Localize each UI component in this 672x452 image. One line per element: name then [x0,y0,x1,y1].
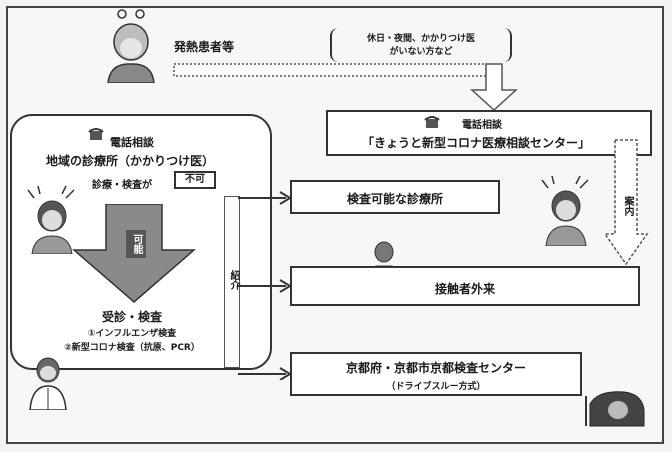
center-title: 「きょうと新型コロナ医療相談センター」 [362,136,591,150]
phone-icon [424,114,440,130]
worried-person-icon-left [26,185,78,255]
note-bracket: 休日・夜間、かかりつけ医 がいない方など [330,28,512,62]
note-line2: がいない方など [389,47,453,57]
clinic-title: 地域の診療所（かかりつけ医） [46,154,215,168]
referral-label: 紹介 [228,270,239,290]
clinic-phone-label: 電話相談 [110,136,154,149]
result-line2: ②新型コロナ検査（抗原、PCR） [64,343,200,353]
exam-prefix: 診療・検査が [92,180,152,191]
result-title: 受診・検査 [101,310,162,324]
referral-arrows [238,180,298,384]
not-possible-badge: 不可 [174,171,216,189]
consultation-center-box: 電話相談 「きょうと新型コロナ医療相談センター」 [326,110,652,156]
patient-person-icon [100,8,160,84]
center-phone-label: 電話相談 [462,120,502,131]
clinic-phone-icon [88,126,104,142]
destination-title: 接触者外来 [434,282,495,296]
destination-subtitle: （ドライブスルー方式） [386,382,486,392]
result-line1: ①インフルエンザ検査 [87,329,177,339]
destination-testing-clinic: 検査可能な診療所 [290,180,500,214]
destination-test-center: 京都府・京都市京都検査センター （ドライブスルー方式） [290,352,582,396]
possible-label: 可能 [126,230,146,258]
note-line1: 休日・夜間、かかりつけ医 [366,34,476,44]
drive-through-car-icon [584,380,646,428]
doctor-icon [28,354,68,411]
guide-arrow [603,138,649,272]
patient-label: 発熱患者等 [174,40,235,54]
destination-title: 京都府・京都市京都検査センター [345,361,526,375]
worried-person-icon-right [540,175,592,247]
destination-contact-outpatient: 接触者外来 [290,266,640,306]
destination-title: 検査可能な診療所 [346,192,443,206]
referral-bar [224,196,240,368]
guide-label: 案内 [622,196,633,216]
patient-to-center-arrow [170,60,530,116]
